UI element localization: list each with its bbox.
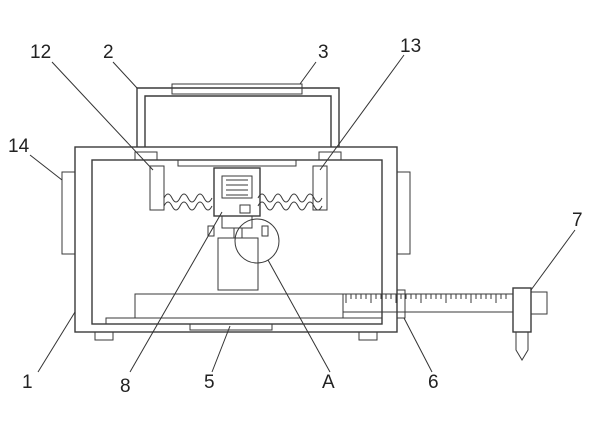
label-8: 8 [120, 376, 131, 397]
top-mount [134, 151, 342, 167]
label-6: 6 [428, 372, 439, 393]
handle [136, 83, 340, 147]
motor-block [213, 167, 261, 217]
part-labels: 12 2 3 13 14 1 8 5 A 6 7 [8, 36, 583, 397]
side-pads [61, 171, 411, 255]
leader-lines [29, 54, 576, 373]
label-13: 13 [400, 36, 421, 57]
detail-circle-a [234, 218, 280, 264]
base-plate [105, 293, 383, 331]
clamp-columns [149, 165, 328, 211]
label-1: 1 [22, 372, 33, 393]
label-5: 5 [204, 372, 215, 393]
spindle [207, 215, 269, 291]
label-7: 7 [572, 210, 583, 231]
ruler [342, 289, 514, 319]
probe [512, 287, 548, 361]
label-14: 14 [8, 136, 30, 157]
springs [163, 193, 323, 211]
label-12: 12 [30, 42, 51, 63]
label-a: A [322, 372, 335, 393]
label-2: 2 [103, 42, 114, 63]
label-3: 3 [318, 42, 329, 63]
